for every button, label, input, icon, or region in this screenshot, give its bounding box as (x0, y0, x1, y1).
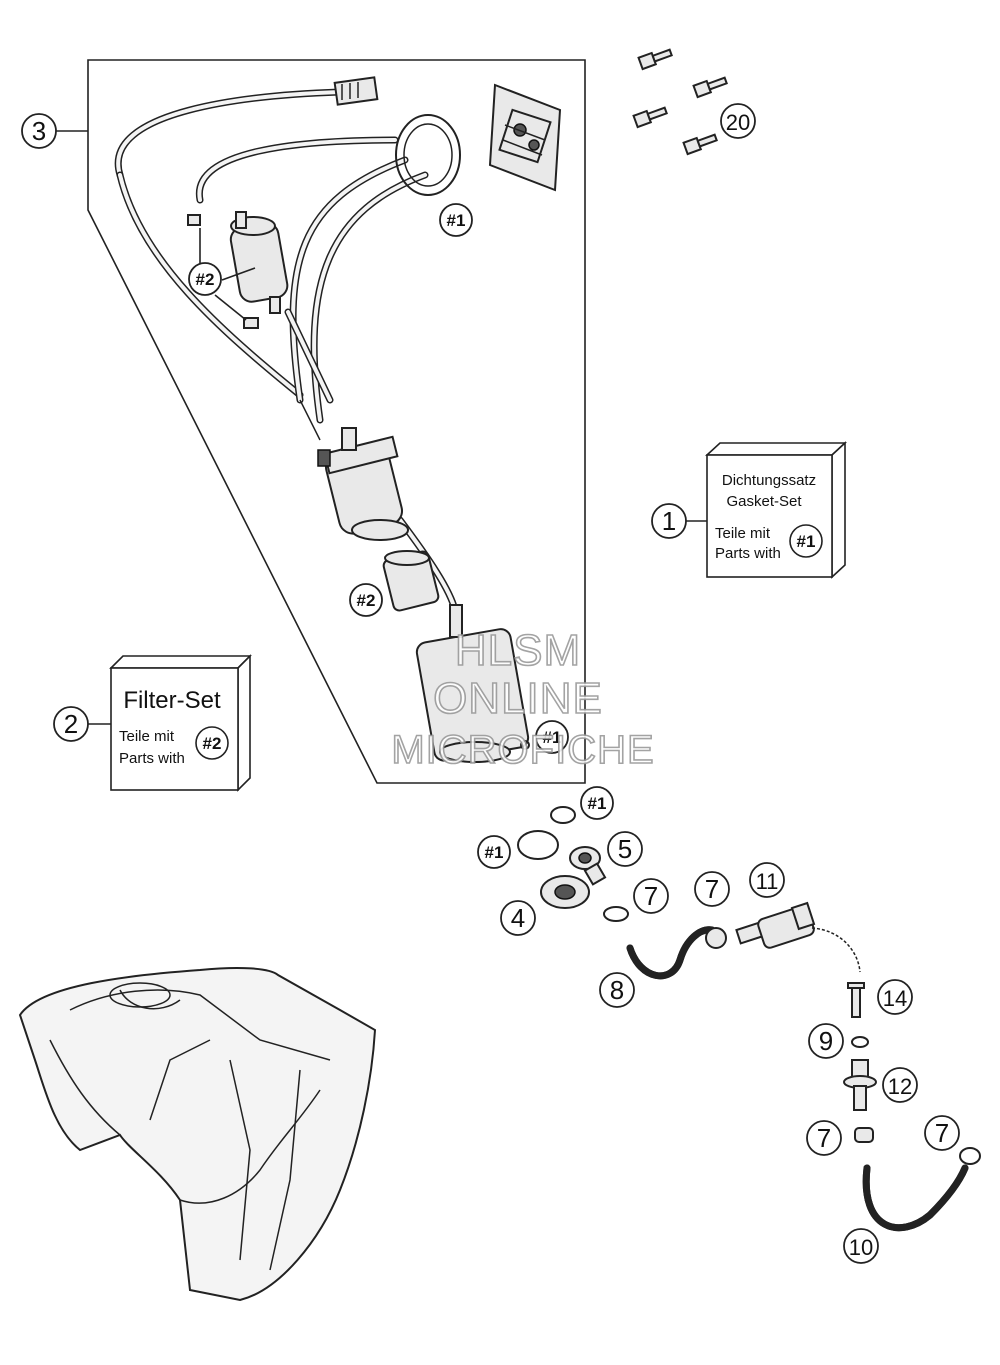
gasket-set-kit-box: Dichtungssatz Gasket-Set Teile mit Parts… (704, 441, 848, 579)
watermark-line2: ONLINE (433, 674, 603, 723)
callout-2: 2 (53, 706, 89, 742)
clamp-upper (603, 906, 629, 922)
filter-clips (187, 214, 259, 329)
callout-8: 8 (599, 972, 635, 1008)
callout-11: 11 (749, 862, 785, 898)
leader-h2-b (221, 267, 256, 281)
pump-housing (415, 604, 530, 763)
fuel-pump-wiring-harness (114, 88, 459, 614)
callout-20: 20 (720, 103, 756, 139)
svg-text:1: 1 (662, 506, 676, 536)
callout-9: 9 (808, 1023, 844, 1059)
gasket-kit-tag: #1 (797, 532, 816, 551)
assembly-3-frame (87, 59, 586, 784)
hose-part-10 (862, 1164, 969, 1232)
svg-text:3: 3 (32, 116, 46, 146)
callout-3: 3 (21, 113, 57, 149)
quick-coupler-part-11 (735, 901, 861, 973)
o-rings (517, 806, 576, 860)
svg-text:20: 20 (726, 110, 750, 135)
svg-text:5: 5 (618, 834, 632, 864)
clamp-lower-left (854, 1127, 874, 1143)
fuel-pump-flange (488, 83, 562, 192)
filter-kit-line1: Teile mit (119, 728, 175, 745)
callout-h2-filter: #2 (188, 262, 222, 296)
clamp-hose (705, 927, 727, 949)
gasket-kit-line2: Gasket-Set (726, 493, 802, 510)
filter-kit-line2: Parts with (119, 750, 185, 767)
pin-part-14 (847, 982, 865, 1018)
harness-connector (333, 76, 379, 106)
svg-text:2: 2 (64, 709, 78, 739)
nipple-part-5 (569, 846, 607, 886)
svg-text:7: 7 (705, 874, 719, 904)
svg-text:14: 14 (883, 986, 907, 1011)
watermark-line1: HLSM (455, 626, 581, 675)
flange-screws (632, 48, 728, 156)
callout-7-lower-left: 7 (806, 1120, 842, 1156)
callout-5: 5 (607, 831, 643, 867)
svg-text:4: 4 (511, 903, 525, 933)
pump-sleeve (382, 550, 440, 612)
o-ring-part-9 (851, 1036, 869, 1048)
callout-1: 1 (651, 503, 687, 539)
svg-text:8: 8 (610, 975, 624, 1005)
callout-4: 4 (500, 900, 536, 936)
filter-kit-title: Filter-Set (123, 687, 221, 714)
fuel-pump (299, 399, 409, 541)
fitting-part-12 (843, 1059, 877, 1111)
clamp-lower-right (959, 1147, 981, 1165)
callout-7-hose: 7 (694, 871, 730, 907)
svg-text:#1: #1 (447, 211, 466, 230)
watermark: HLSM ONLINE MICROFICHE (391, 625, 655, 773)
callout-h1-ring-top: #1 (580, 786, 614, 820)
svg-text:9: 9 (819, 1026, 833, 1056)
callout-7-lower-right: 7 (924, 1115, 960, 1151)
callout-12: 12 (882, 1067, 918, 1103)
callout-7-upper: 7 (633, 878, 669, 914)
callout-h2-sleeve: #2 (349, 583, 383, 617)
svg-text:7: 7 (644, 881, 658, 911)
svg-text:#1: #1 (543, 728, 562, 747)
svg-text:11: 11 (756, 869, 779, 894)
svg-text:10: 10 (849, 1235, 873, 1260)
svg-text:12: 12 (888, 1074, 912, 1099)
svg-text:#1: #1 (485, 843, 504, 862)
svg-text:#2: #2 (357, 591, 376, 610)
callout-14: 14 (877, 979, 913, 1015)
callout-h1-top: #1 (439, 203, 473, 237)
svg-text:7: 7 (817, 1123, 831, 1153)
gasket-kit-line4: Parts with (715, 545, 781, 562)
leader-h2-c (214, 294, 247, 321)
fuel-tank (18, 966, 377, 1302)
gasket-kit-line3: Teile mit (715, 525, 771, 542)
callout-10: 10 (843, 1228, 879, 1264)
svg-text:#2: #2 (196, 270, 215, 289)
hose-part-8 (626, 926, 716, 980)
gasket-kit-line1: Dichtungssatz (722, 472, 816, 489)
watermark-line3: MICROFICHE (391, 728, 654, 772)
callout-h1-ring-left: #1 (477, 835, 511, 869)
flange-gasket-ring (395, 114, 461, 196)
grommet-part-4 (540, 875, 590, 909)
callout-h1-pump: #1 (535, 720, 569, 754)
svg-text:#1: #1 (588, 794, 607, 813)
svg-text:7: 7 (935, 1118, 949, 1148)
filter-kit-tag: #2 (203, 734, 222, 753)
filter-set-kit-box: Filter-Set Teile mit Parts with #2 (109, 654, 252, 792)
fuel-filter (229, 211, 289, 314)
